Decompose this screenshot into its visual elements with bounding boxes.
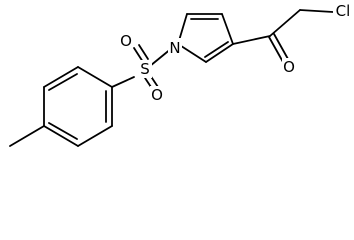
sulfonyl-oxygen-bottom-label: O <box>151 86 163 104</box>
bond-c3-c4 <box>221 13 234 45</box>
chlorine-atom-label: Cl <box>336 2 351 20</box>
bond-c4-carbonyl <box>232 35 271 45</box>
carbonyl-oxygen-label: O <box>283 58 295 76</box>
atom-labels: Cl O N S O O <box>119 2 353 104</box>
bond-c4-c5 <box>205 43 234 63</box>
bond-s-o-top-2 <box>138 44 149 60</box>
bond-s-o-top-1 <box>133 47 144 63</box>
bond-methyl <box>9 125 45 147</box>
bond-ar4-ar5-inner <box>48 122 78 140</box>
tolyl-ring <box>9 66 113 147</box>
bond-ch2-cl <box>299 9 334 13</box>
bond-s-aryl <box>111 76 135 88</box>
pyrrole-nitrogen-label: N <box>169 39 180 57</box>
sulfonyl-oxygen-top-label: O <box>120 32 132 50</box>
bond-ar4-ar5 <box>43 125 79 147</box>
bond-ar2-ar3-inner <box>48 73 78 91</box>
bond-c4-c5-inner <box>204 41 229 58</box>
pyrrole-ring <box>177 13 234 63</box>
sulfur-atom-label: S <box>140 60 150 78</box>
chloroacetyl-group <box>232 9 334 63</box>
bond-carbonyl-ch2 <box>269 9 301 37</box>
bond-carbonyl-oxygen-2 <box>273 33 289 60</box>
bond-ar5-ar6 <box>77 125 113 147</box>
bond-ar2-ar3 <box>43 66 79 88</box>
bond-carbonyl-oxygen-1 <box>268 36 284 63</box>
chemical-structure: Cl O N S O O <box>9 2 353 147</box>
bond-c5-n1 <box>177 43 207 63</box>
bond-ar1-ar2 <box>77 66 113 88</box>
